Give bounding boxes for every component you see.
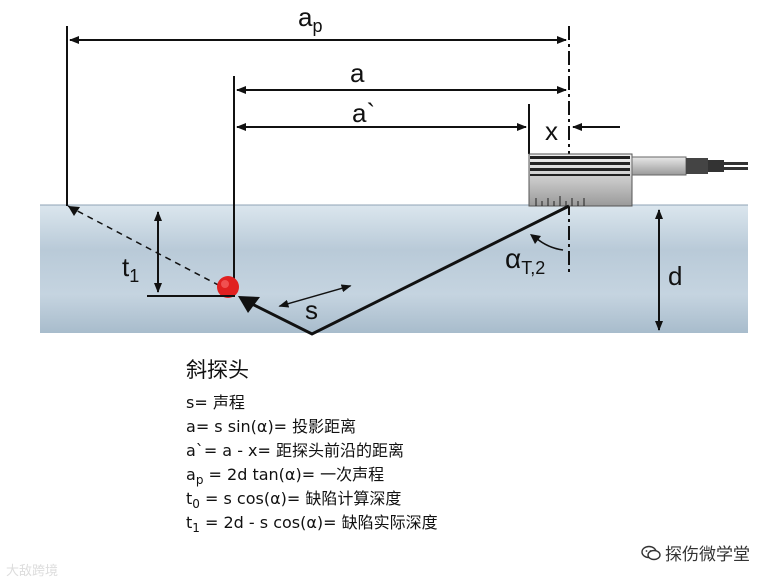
formula-legend: 斜探头 s= 声程 a= s sin(α)= 投影距离 a`= a - x= 距…	[186, 358, 438, 536]
s-direction-arrow	[278, 284, 352, 308]
defect-highlight	[221, 280, 229, 288]
legend-line-s: s= 声程	[186, 393, 245, 412]
alpha-label: αT,2	[505, 243, 545, 278]
ap-label: ap	[298, 2, 322, 36]
angle-arc-arrowhead	[530, 234, 541, 244]
legend-line-a-prime: a`= a - x= 距探头前沿的距离	[186, 441, 405, 460]
watermark-right: 探伤微学堂	[641, 540, 750, 565]
a-label: a	[350, 58, 365, 88]
sound-beam-path	[243, 204, 570, 336]
a-prime-label: a`	[352, 98, 375, 128]
x-label: x	[545, 116, 558, 146]
angle-probe	[528, 153, 748, 207]
t1-label: t1	[122, 252, 139, 286]
beam-arrowhead	[238, 296, 260, 313]
defect-reflector	[217, 276, 239, 298]
legend-line-a: a= s sin(α)= 投影距离	[186, 417, 357, 436]
s-label: s	[305, 295, 318, 325]
d-label: d	[668, 261, 682, 291]
dashed-path-arrowhead	[68, 206, 80, 216]
legend-title: 斜探头	[186, 358, 249, 382]
wechat-icon	[641, 545, 661, 560]
dashed-apparent-path	[67, 205, 225, 289]
specimen-plate	[40, 205, 748, 333]
legend-line-t0: t0 = s cos(α)= 缺陷计算深度	[186, 489, 402, 511]
legend-line-ap: ap = 2d tan(α)= 一次声程	[186, 465, 385, 487]
legend-line-t1: t1 = 2d - s cos(α)= 缺陷实际深度	[186, 513, 438, 535]
watermark-left: 大敌跨境	[6, 564, 59, 579]
watermark-right-text: 探伤微学堂	[665, 545, 750, 565]
